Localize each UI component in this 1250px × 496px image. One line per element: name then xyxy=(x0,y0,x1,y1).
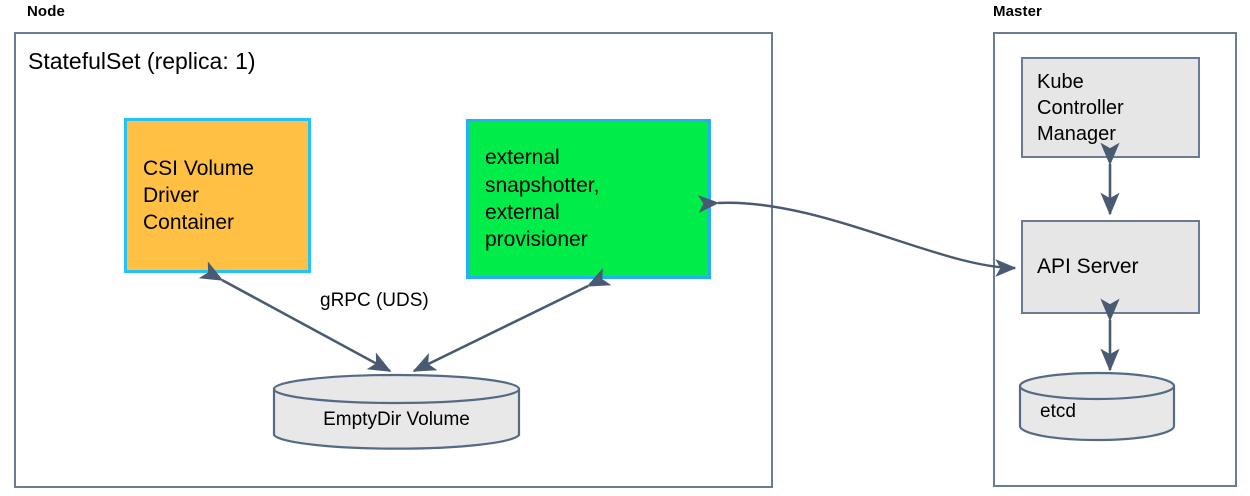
kube-controller-manager-box[interactable]: Kube Controller Manager xyxy=(1021,57,1200,158)
etcd-cylinder[interactable]: etcd xyxy=(1018,371,1176,442)
external-sidecars-label: external snapshotter, external provision… xyxy=(485,146,600,252)
master-group-label: Master xyxy=(993,3,1042,20)
csi-volume-driver-container-label: CSI Volume Driver Container xyxy=(143,156,254,235)
etcd-label: etcd xyxy=(1040,401,1076,422)
node-group-label: Node xyxy=(27,3,65,20)
kube-controller-manager-label: Kube Controller Manager xyxy=(1037,70,1124,145)
emptydir-volume-label: EmptyDir Volume xyxy=(323,409,470,430)
emptydir-volume-cylinder[interactable]: EmptyDir Volume xyxy=(272,373,521,451)
external-sidecars-box[interactable]: external snapshotter, external provision… xyxy=(466,119,711,279)
api-server-box[interactable]: API Server xyxy=(1021,220,1200,314)
csi-volume-driver-container-box[interactable]: CSI Volume Driver Container xyxy=(124,118,311,273)
grpc-uds-edge-label: gRPC (UDS) xyxy=(320,290,429,311)
api-server-label: API Server xyxy=(1037,255,1139,279)
statefulset-title: StatefulSet (replica: 1) xyxy=(28,48,256,74)
